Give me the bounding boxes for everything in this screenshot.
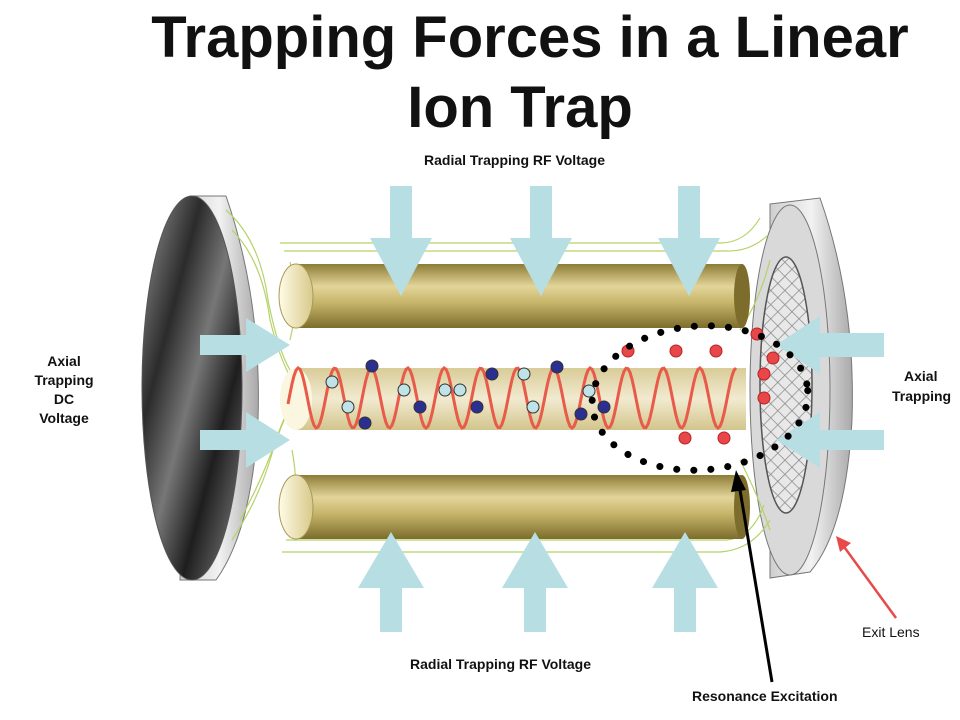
ion-particle	[526, 400, 540, 414]
ion-particle	[438, 383, 452, 397]
ion-particle	[358, 416, 372, 430]
exit-lens-pointer-arrow	[836, 536, 898, 619]
ion-particle	[709, 344, 723, 358]
axial-left-line-4: Voltage	[39, 410, 89, 426]
exit-lens-disc	[749, 197, 853, 579]
radial-arrow-top-2	[510, 186, 572, 296]
ion-particle	[757, 391, 771, 405]
radial-arrow-top-1	[370, 186, 432, 296]
left-end-disc	[141, 195, 259, 581]
radial-label-top: Radial Trapping RF Voltage	[424, 152, 605, 168]
exit-lens-label: Exit Lens	[862, 624, 920, 640]
ion-particle	[669, 344, 683, 358]
page-title-line-2: Ion Trap	[407, 75, 633, 140]
bottom-rod	[278, 474, 750, 540]
ion-particle	[582, 384, 596, 398]
ion-particle	[766, 351, 780, 365]
axial-left-line-1: Axial	[47, 353, 81, 369]
ion-particle	[717, 431, 731, 445]
ion-particle	[341, 400, 355, 414]
page-title-line-1: Trapping Forces in a Linear	[151, 5, 909, 70]
radial-arrow-bottom-2	[502, 532, 568, 632]
axial-arrow-left-2	[200, 412, 290, 468]
ion-particle	[413, 400, 427, 414]
radial-arrow-bottom-1	[358, 532, 424, 632]
ion-particle	[678, 431, 692, 445]
radial-arrow-bottom-3	[652, 532, 718, 632]
ion-particle	[485, 367, 499, 381]
resonance-pointer-arrow	[731, 470, 774, 683]
ion-particle	[517, 367, 531, 381]
axial-arrow-right-1	[776, 316, 884, 374]
ion-particle	[550, 360, 564, 374]
resonance-excitation-region	[588, 322, 812, 474]
resonance-excitation-label: Resonance Excitation	[692, 688, 838, 704]
ion-trajectory-wave	[286, 366, 738, 430]
ion-particle	[325, 375, 339, 389]
axial-arrows-left	[200, 318, 290, 468]
axial-label-right: Axial Trapping	[880, 366, 960, 406]
ion-particle	[453, 383, 467, 397]
axial-arrows-right	[776, 316, 884, 468]
axial-arrow-right-2	[776, 412, 884, 468]
axial-right-line-2: Trapping	[892, 388, 952, 404]
axial-arrow-left-1	[200, 318, 290, 372]
ion-particle	[397, 383, 411, 397]
ion-particle	[757, 367, 771, 381]
radial-label-bottom: Radial Trapping RF Voltage	[410, 656, 591, 672]
ions	[325, 327, 780, 445]
axial-left-line-3: DC	[53, 391, 75, 407]
radial-arrows-bottom	[358, 532, 718, 632]
top-rod	[278, 263, 750, 329]
ion-particle	[597, 400, 611, 414]
axial-left-line-2: Trapping	[34, 372, 94, 388]
radial-arrow-top-3	[658, 186, 720, 296]
ion-particle	[574, 407, 588, 421]
ion-particle	[365, 359, 379, 373]
axial-right-line-1: Axial	[904, 368, 938, 384]
axial-label-left: Axial Trapping DC Voltage	[14, 352, 114, 428]
radial-arrows-top	[370, 186, 720, 296]
ion-particle	[470, 400, 484, 414]
